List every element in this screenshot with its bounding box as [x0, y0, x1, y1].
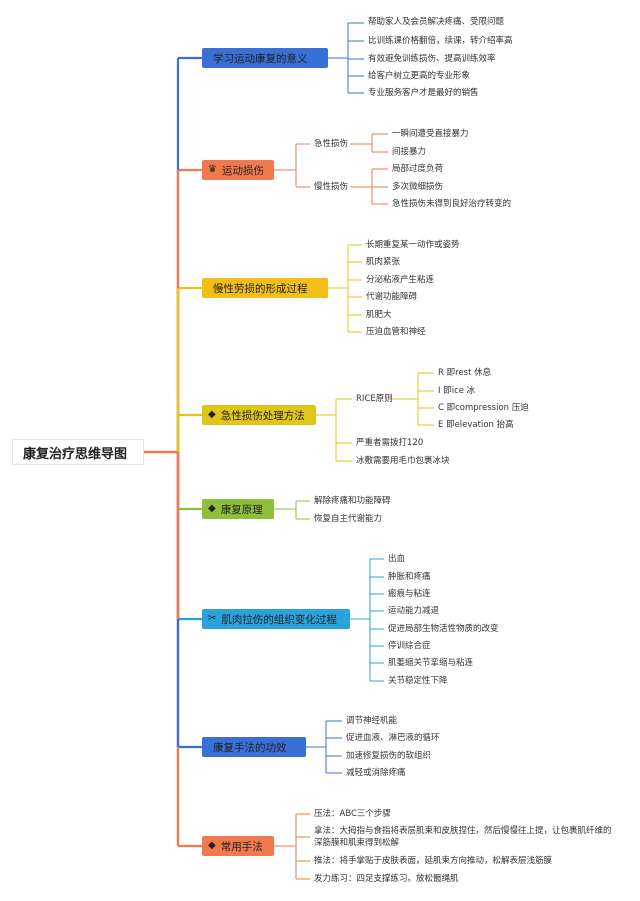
leaf[interactable]: 分泌粘液产生粘连 [366, 275, 435, 285]
leaf[interactable]: 肌肉紧张 [366, 257, 401, 267]
leaf[interactable]: 帮助家人及会员解决疼痛、受限问题 [368, 17, 505, 27]
leaf[interactable]: 减轻或消除疼痛 [346, 768, 406, 778]
leaf[interactable]: C 即compression 压迫 [438, 403, 529, 413]
leaf[interactable]: R 即rest 休息 [438, 368, 492, 378]
leaf[interactable]: 冰敷需要用毛巾包裹冰块 [356, 456, 450, 466]
branch-rehab-principle[interactable]: ◆ 康复原理 [202, 499, 274, 519]
leaf[interactable]: 解除疼痛和功能障碍 [314, 496, 391, 506]
branch-common-techniques[interactable]: ◆ 常用手法 [202, 836, 274, 856]
branch-technique-effects[interactable]: 康复手法的功效 [202, 737, 306, 757]
branch-label: 慢性劳损的形成过程 [213, 282, 308, 295]
tools-icon: ✂ [208, 613, 217, 624]
sub-chronic-injury[interactable]: 慢性损伤 [314, 182, 349, 192]
branch-label: 急性损伤处理方法 [220, 409, 305, 422]
crown-icon: ♛ [208, 164, 217, 175]
branch-label: 康复手法的功效 [213, 741, 287, 754]
leaf[interactable]: 专业服务客户才是最好的销售 [368, 88, 479, 98]
branch-label: 运动损伤 [221, 164, 264, 177]
leaf[interactable]: 比训练课价格翻倍，续课，转介绍率高 [368, 36, 513, 46]
sub-rice[interactable]: RICE原则 [356, 394, 393, 404]
root-node[interactable]: 康复治疗思维导图 [13, 440, 143, 464]
leaf[interactable]: 急性损伤未得到良好治疗转变的 [392, 199, 512, 209]
leaf[interactable]: 间接暴力 [392, 147, 427, 157]
leaf[interactable]: 压迫血管和神经 [366, 327, 426, 337]
leaf[interactable]: 调节神经机能 [346, 716, 398, 726]
leaf[interactable]: 严重者需拨打120 [356, 438, 424, 448]
leaf[interactable]: 多次微细损伤 [392, 182, 444, 192]
leaf[interactable]: 长期重复某一动作或姿势 [366, 240, 460, 250]
gem-icon: ◆ [208, 840, 216, 851]
leaf[interactable]: 运动能力减退 [388, 606, 440, 616]
leaf[interactable]: 拿法：大拇指与食指将表层肌束和皮肤捏住，然后慢慢往上提，让包裹肌纤维的深筋膜和肌… [314, 826, 612, 848]
branch-label: 学习运动康复的意义 [213, 52, 308, 65]
leaf[interactable]: 恢复自主代谢能力 [314, 514, 383, 524]
branch-tissue-change[interactable]: ✂ 肌肉拉伤的组织变化过程 [202, 609, 350, 629]
leaf[interactable]: 加速修复损伤的软组织 [346, 751, 432, 761]
leaf[interactable]: 局部过度负荷 [392, 164, 444, 174]
leaf[interactable]: 一瞬间遭受直接暴力 [392, 129, 469, 139]
leaf[interactable]: 出血 [388, 554, 406, 564]
gem-icon: ◆ [208, 409, 216, 420]
leaf[interactable]: 肿胀和疼痛 [388, 572, 431, 582]
leaf[interactable]: 肌肥大 [366, 310, 392, 320]
sub-acute-injury[interactable]: 急性损伤 [314, 139, 349, 149]
leaf[interactable]: 关节稳定性下降 [388, 676, 448, 686]
leaf[interactable]: 代谢功能障碍 [366, 292, 418, 302]
leaf[interactable]: 给客户树立更高的专业形象 [368, 71, 471, 81]
branch-chronic-strain[interactable]: 慢性劳损的形成过程 [202, 278, 328, 298]
branch-label: 康复原理 [220, 503, 263, 516]
gem-icon: ◆ [208, 503, 216, 514]
leaf[interactable]: 停训综合症 [388, 641, 431, 651]
leaf[interactable]: E 即elevation 抬高 [438, 420, 514, 430]
leaf[interactable]: 肌萎缩关节挛缩与粘连 [388, 658, 474, 668]
leaf[interactable]: 瘢痕与粘连 [388, 589, 431, 599]
branch-label: 肌肉拉伤的组织变化过程 [221, 613, 337, 626]
leaf[interactable]: 压法：ABC三个步骤 [314, 809, 391, 819]
branch-sports-injury[interactable]: ♛ 运动损伤 [202, 160, 274, 180]
branch-acute-treatment[interactable]: ◆ 急性损伤处理方法 [202, 405, 316, 425]
leaf[interactable]: 促进血液、淋巴液的循环 [346, 733, 440, 743]
leaf[interactable]: I 即ice 冰 [438, 386, 476, 396]
leaf[interactable]: 发力练习：四足支撑练习。放松髋绳肌 [314, 874, 459, 884]
leaf[interactable]: 促进局部生物活性物质的改变 [388, 624, 499, 634]
leaf[interactable]: 推法：将手掌贴于皮肤表面，延肌束方向推动，松解表层浅筋膜 [314, 856, 553, 866]
leaf[interactable]: 有效避免训练损伤、提高训练效率 [368, 54, 496, 64]
branch-significance[interactable]: 学习运动康复的意义 [202, 48, 328, 68]
branch-label: 常用手法 [220, 840, 263, 853]
